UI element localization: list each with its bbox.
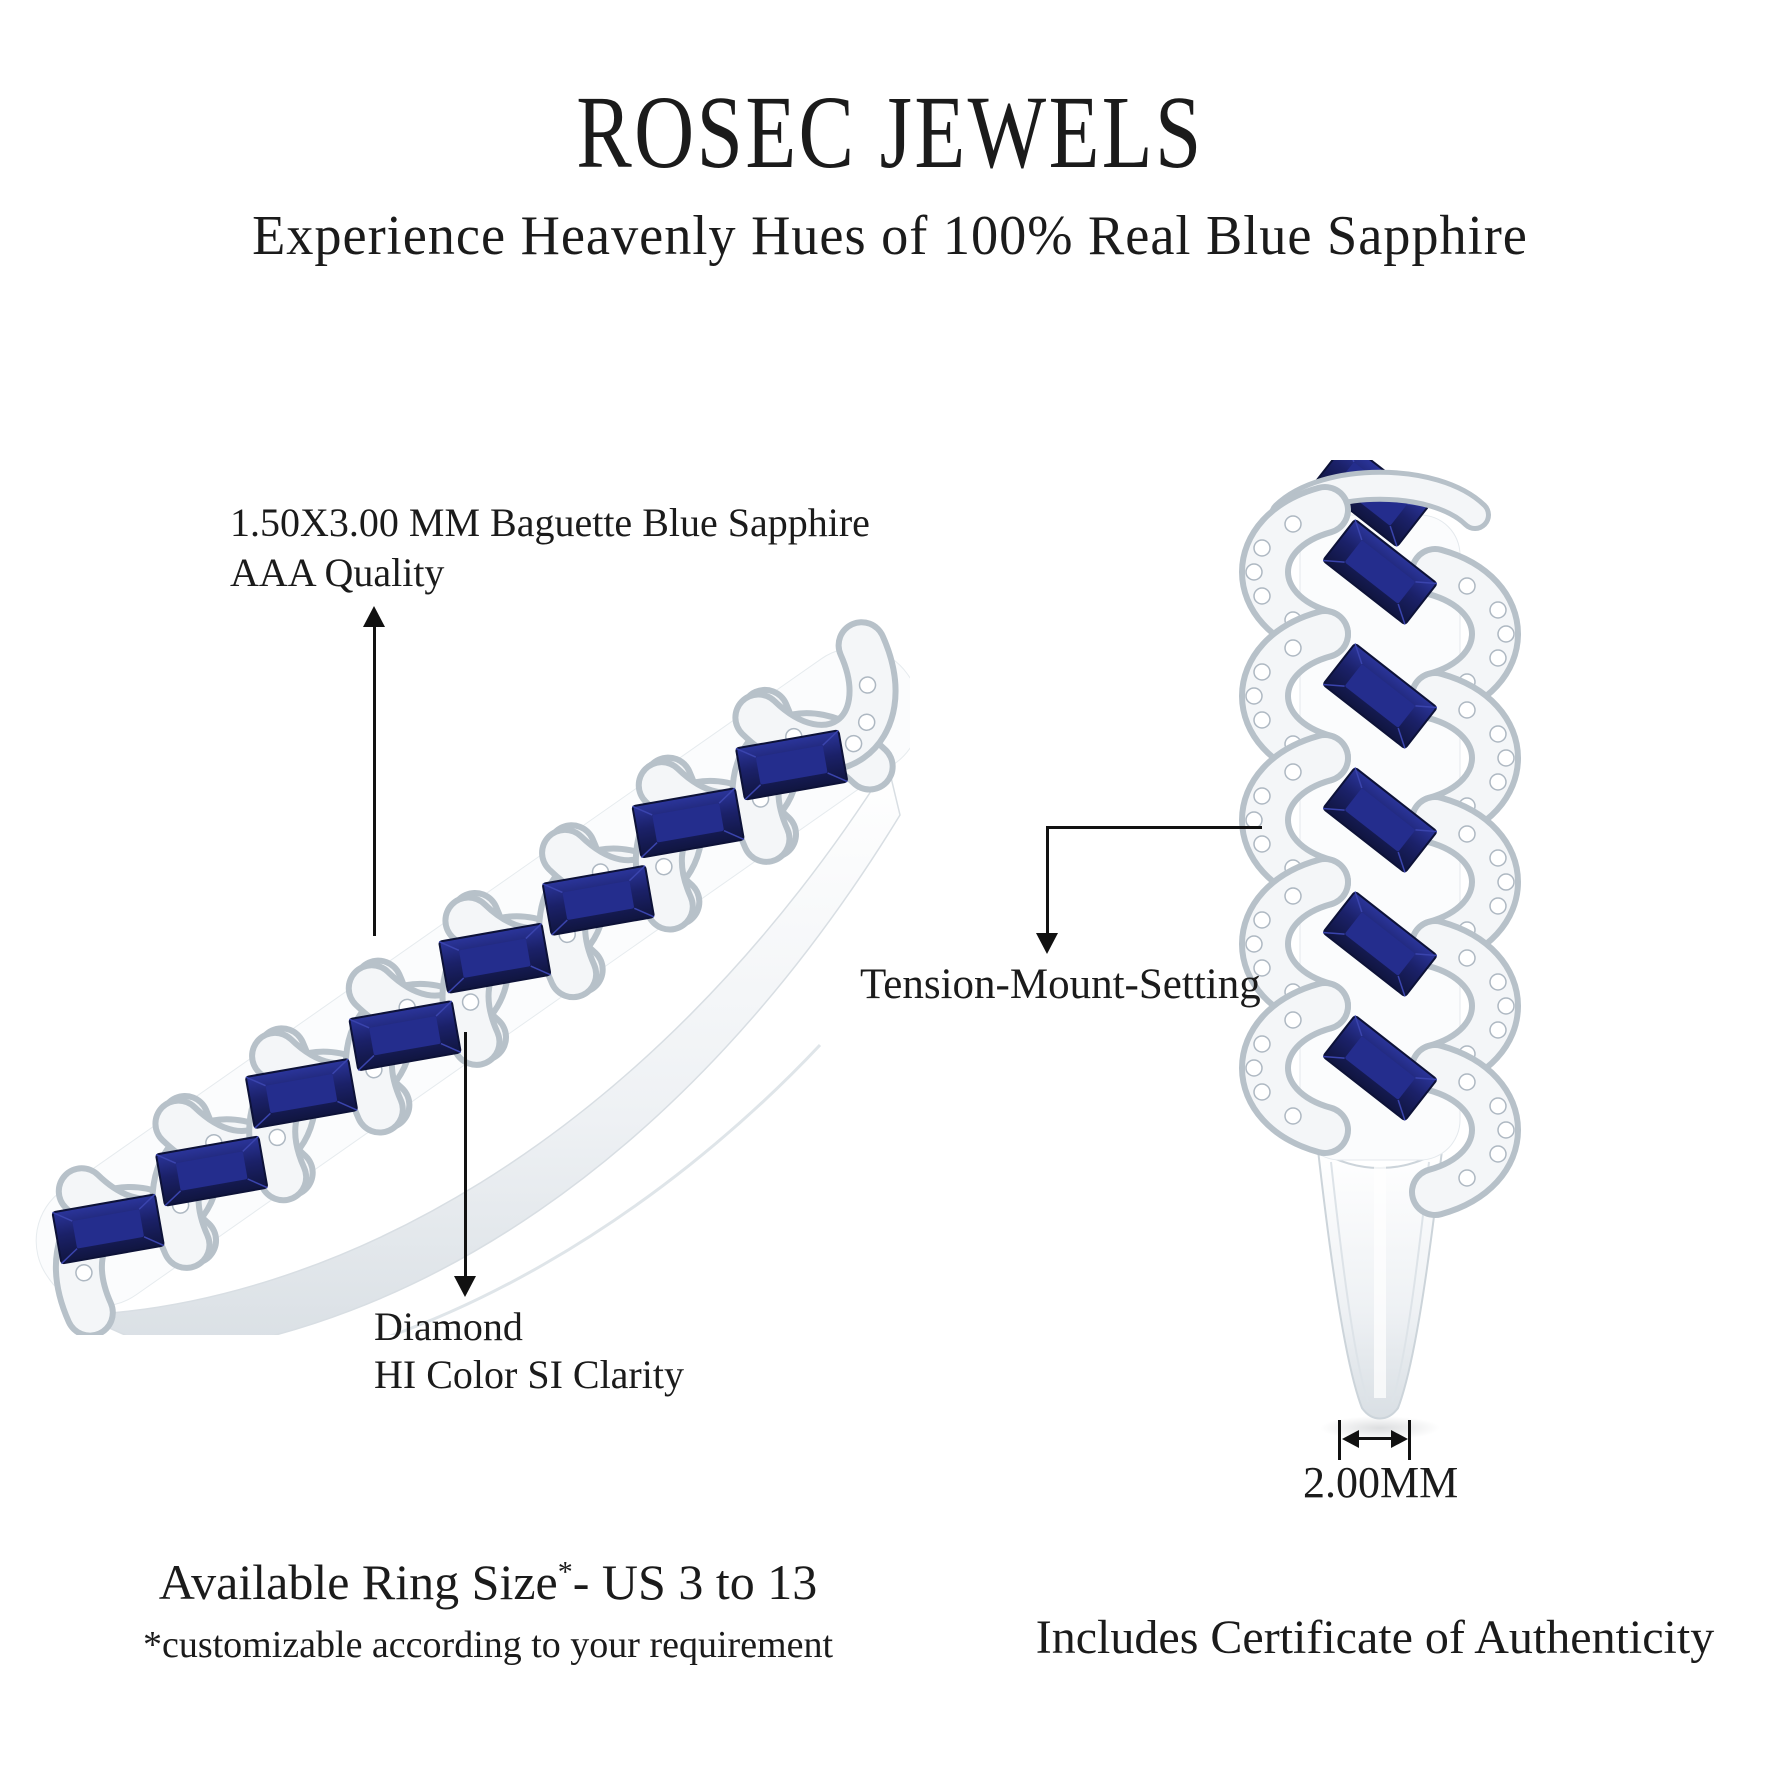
- ring-size-suffix: - US 3 to 13: [572, 1554, 818, 1610]
- tension-annotation-vline: [1046, 826, 1049, 936]
- ring-size-asterisk: *: [557, 1555, 573, 1589]
- sapphire-annotation-line: [373, 624, 376, 936]
- tension-annotation-label: Tension-Mount-Setting: [860, 961, 1261, 1008]
- ring-size-note: *customizable according to your requirem…: [142, 1624, 834, 1666]
- measure-tick-right: [1408, 1420, 1411, 1460]
- diamond-annotation-line2: HI Color SI Clarity: [374, 1352, 684, 1397]
- brand-title: ROSEC JEWELS: [576, 75, 1204, 190]
- measure-arrowhead-left-icon: [1342, 1430, 1359, 1448]
- certificate-note: Includes Certificate of Authenticity: [1035, 1611, 1715, 1664]
- sapphire-arrowhead-up-icon: [363, 606, 385, 627]
- diamond-annotation-line: [464, 1032, 467, 1278]
- brand-tagline: Experience Heavenly Hues of 100% Real Bl…: [252, 205, 1528, 267]
- sapphire-annotation-line1: 1.50X3.00 MM Baguette Blue Sapphire: [230, 500, 870, 545]
- sapphire-annotation-line2: AAA Quality: [230, 550, 445, 595]
- tension-annotation-hline: [1046, 826, 1262, 829]
- ring-size-prefix: Available Ring Size: [158, 1554, 558, 1610]
- diamond-annotation-label: Diamond HI Color SI Clarity: [374, 1303, 684, 1399]
- diamond-arrowhead-down-icon: [454, 1276, 476, 1297]
- band-width-label: 2.00MM: [1303, 1458, 1459, 1507]
- diamond-annotation-line1: Diamond: [374, 1304, 523, 1349]
- sapphire-annotation-label: 1.50X3.00 MM Baguette Blue Sapphire AAA …: [230, 498, 870, 598]
- left-ring-image: [20, 615, 910, 1335]
- ring-size-line: Available Ring Size*- US 3 to 13: [83, 1553, 893, 1611]
- tension-arrowhead-down-icon: [1036, 933, 1058, 954]
- ring-size-block: Available Ring Size*- US 3 to 13 *custom…: [83, 1553, 893, 1667]
- measure-tick-left: [1338, 1420, 1341, 1460]
- measure-arrowhead-right-icon: [1391, 1430, 1408, 1448]
- measure-line: [1355, 1437, 1395, 1440]
